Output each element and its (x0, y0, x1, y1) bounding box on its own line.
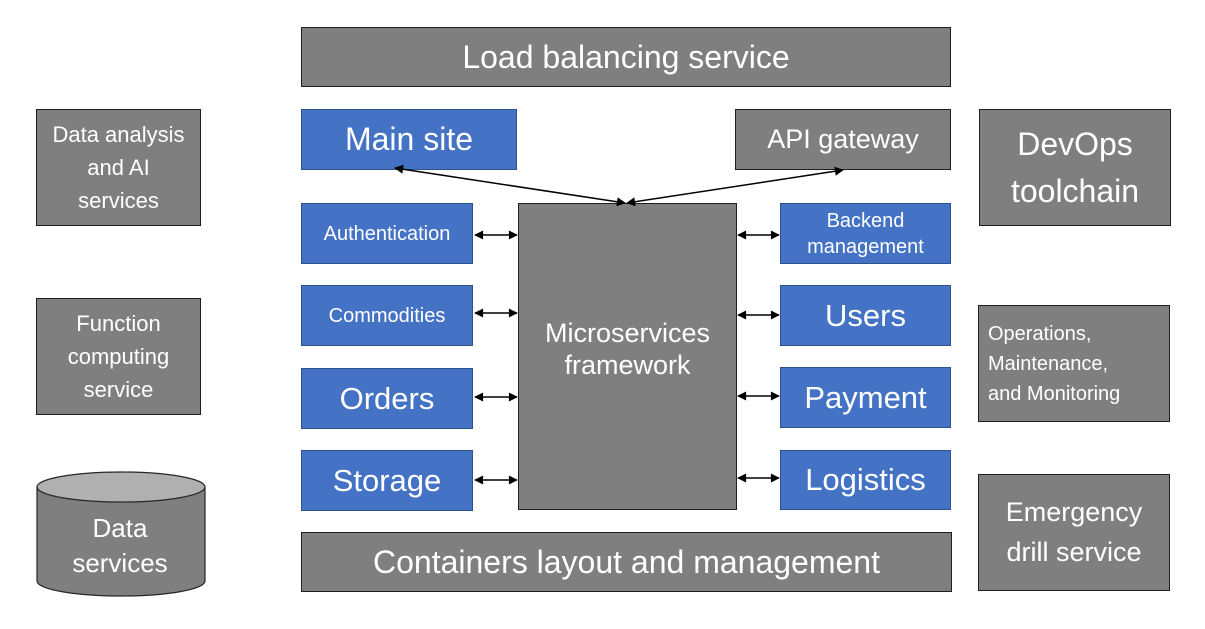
arrow-api-gateway (626, 166, 844, 207)
function-computing-label: Function computing service (67, 311, 170, 402)
microservices-framework-box: Microservices framework (518, 203, 737, 510)
service-label: Users (825, 297, 906, 333)
service-backend-management: Backend management (780, 203, 951, 264)
arrow-main-site (394, 164, 626, 207)
service-users: Users (780, 285, 951, 346)
load-balancing-service-box: Load balancing service (301, 27, 951, 87)
service-label: Backend management (807, 209, 924, 258)
service-label: Storage (332, 462, 442, 498)
emergency-drill-box: Emergency drill service (978, 474, 1170, 591)
containers-layout-label: Containers layout and management (373, 543, 880, 580)
database-cylinder-icon (36, 471, 206, 597)
service-label: Payment (804, 379, 927, 415)
service-authentication: Authentication (301, 203, 473, 264)
devops-label: DevOps toolchain (1010, 126, 1140, 209)
microservices-framework-label: Microservices framework (544, 318, 711, 381)
containers-layout-box: Containers layout and management (301, 532, 952, 592)
service-label: Orders (339, 380, 435, 416)
service-label: Logistics (805, 462, 926, 498)
main-site-label: Main site (344, 121, 474, 158)
devops-toolchain-box: DevOps toolchain (979, 109, 1171, 226)
api-gateway-label: API gateway (767, 124, 919, 155)
emergency-label: Emergency drill service (1005, 497, 1143, 567)
service-payment: Payment (780, 367, 951, 428)
service-storage: Storage (301, 450, 473, 511)
service-label: Commodities (328, 304, 446, 327)
data-analysis-ai-box: Data analysis and AI services (36, 109, 201, 226)
service-commodities: Commodities (301, 285, 473, 346)
operations-label: Operations, Maintenance, and Monitoring (988, 322, 1121, 405)
cylinder-top (36, 471, 206, 503)
data-analysis-label: Data analysis and AI services (52, 122, 185, 213)
service-logistics: Logistics (780, 450, 951, 510)
service-label: Authentication (323, 222, 451, 245)
operations-maintenance-box: Operations, Maintenance, and Monitoring (978, 305, 1170, 422)
cylinder-body (36, 487, 206, 597)
function-computing-box: Function computing service (36, 298, 201, 415)
load-balancing-label: Load balancing service (462, 38, 790, 75)
service-orders: Orders (301, 368, 473, 429)
data-services-label: Data services (72, 512, 168, 578)
api-gateway-box: API gateway (735, 109, 951, 170)
